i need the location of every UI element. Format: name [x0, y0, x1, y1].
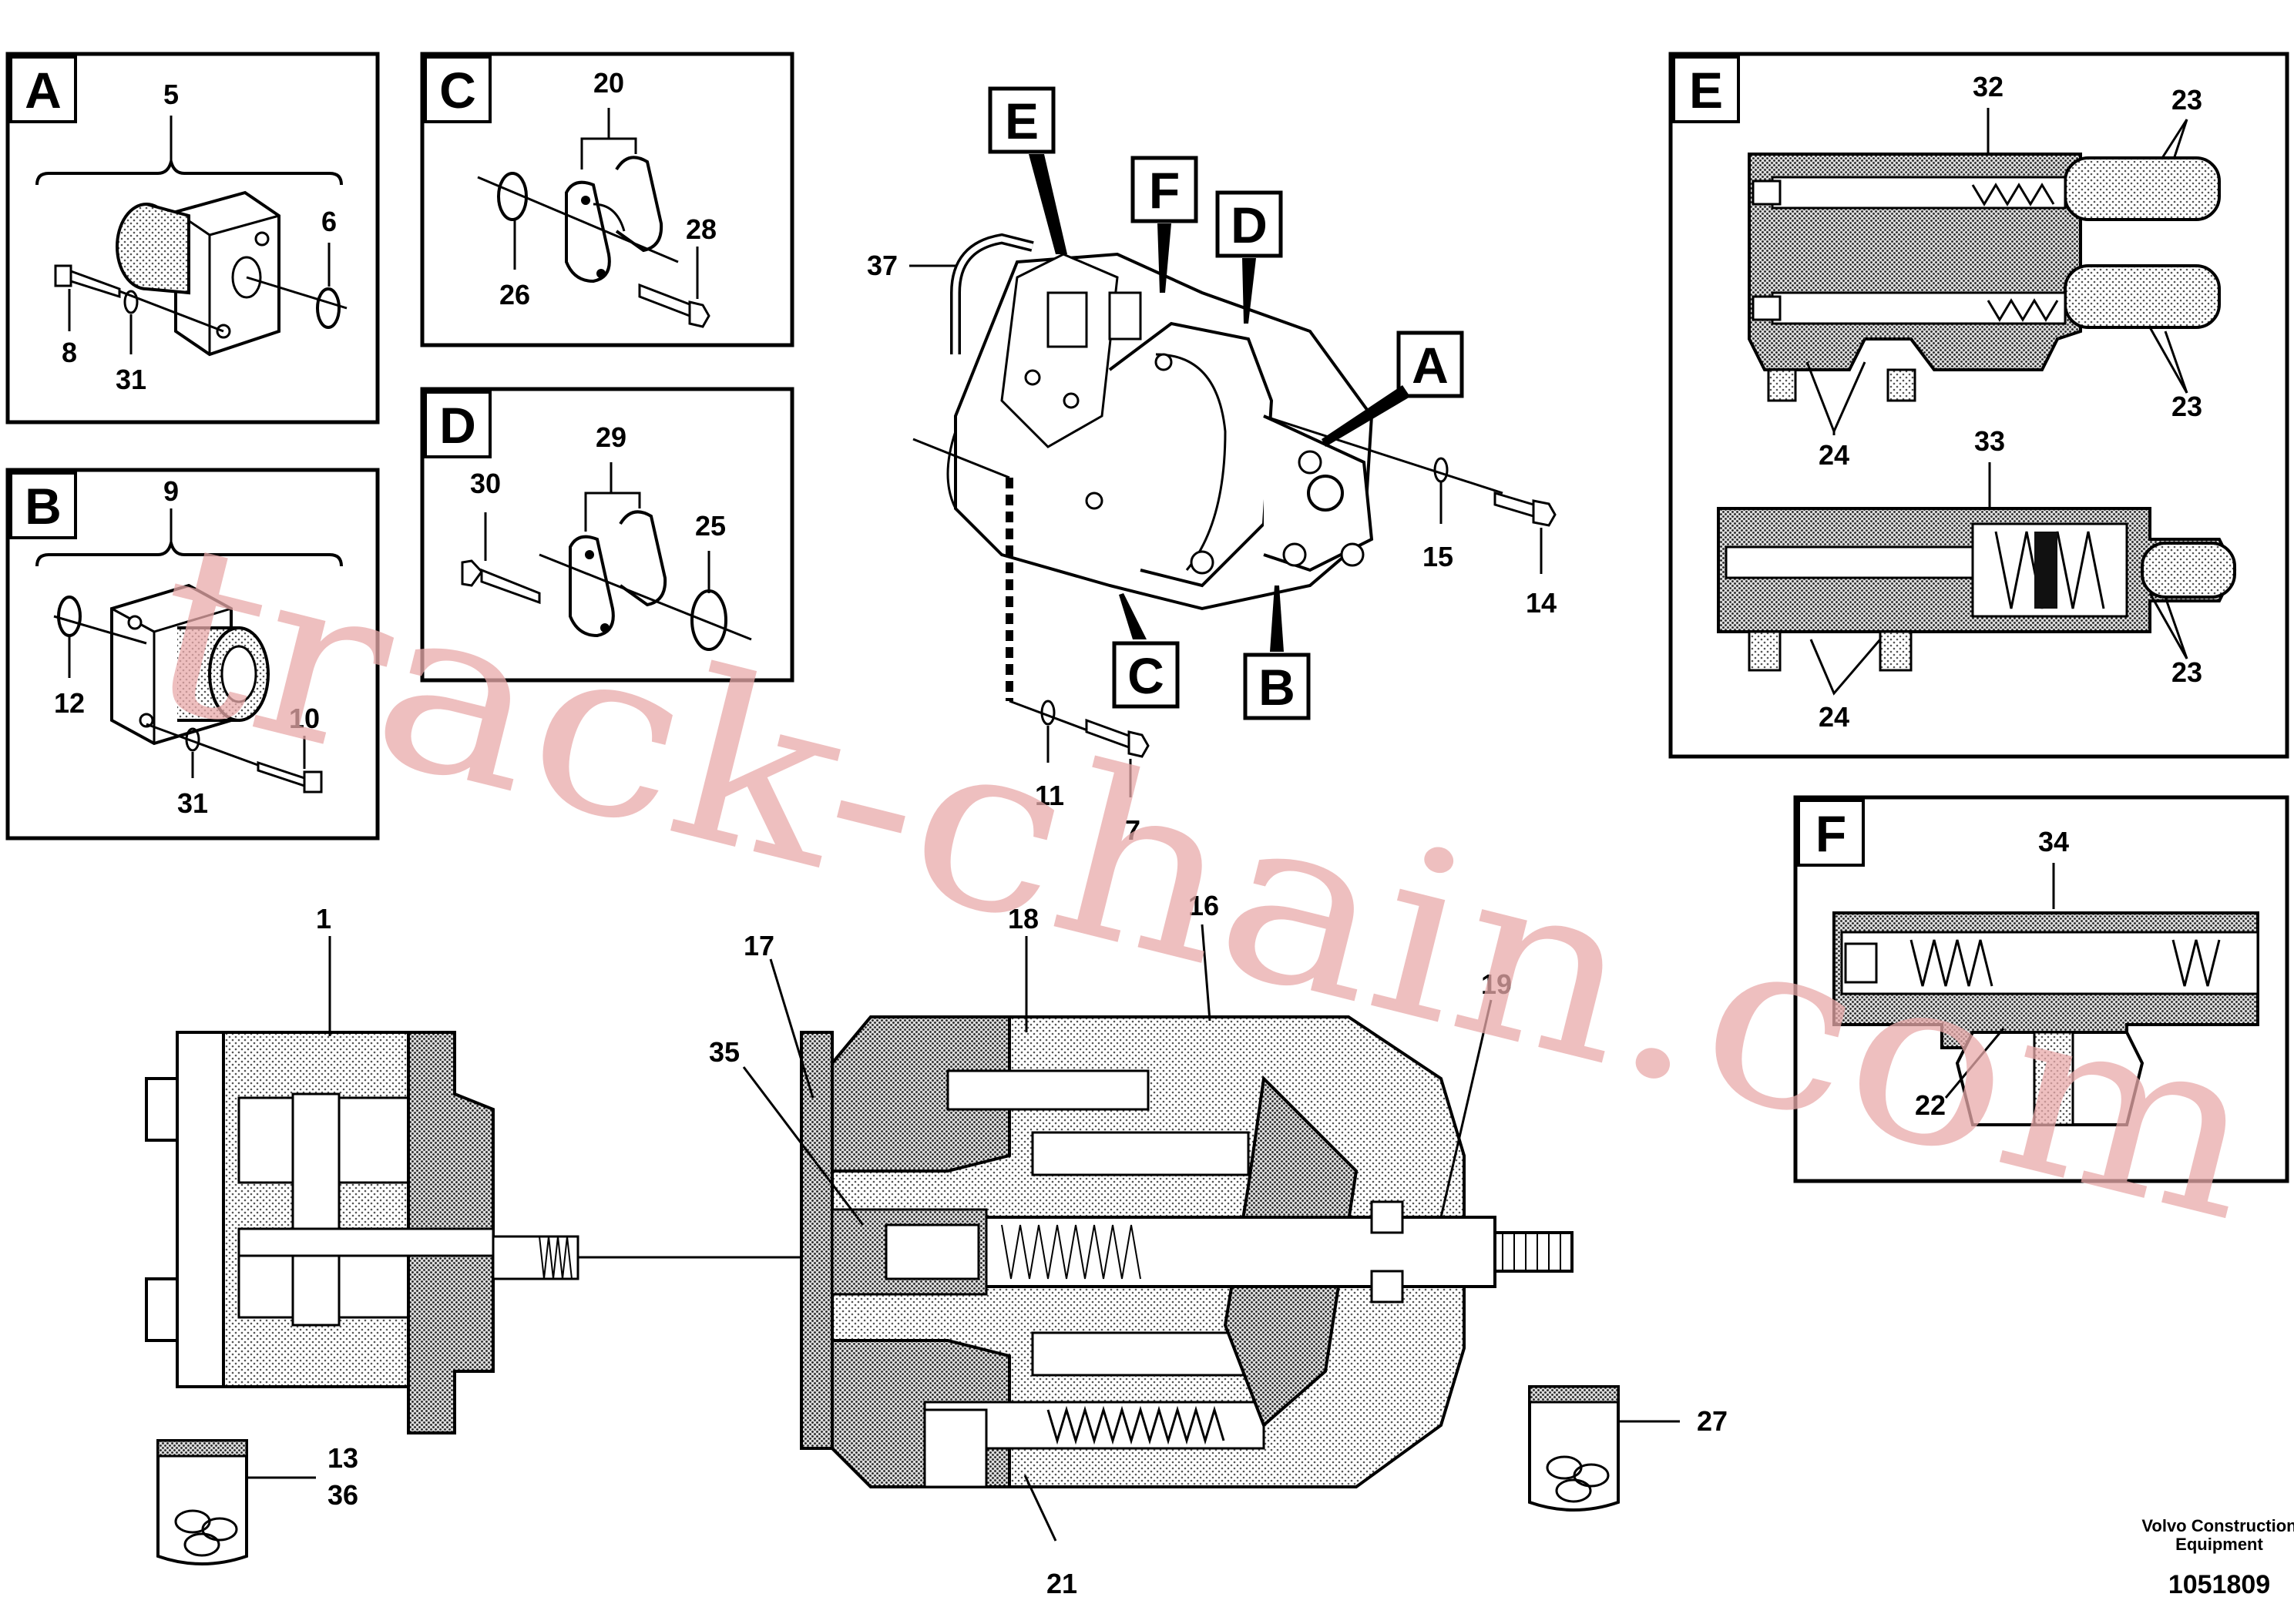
ref-12: 12 [54, 687, 85, 719]
ref-9: 9 [163, 475, 179, 507]
box-d-tag: D [439, 397, 476, 454]
callout-c: C [1127, 647, 1164, 704]
detail-box-e: E 32 23 23 24 33 [1668, 52, 2289, 759]
ref-35: 35 [709, 1036, 740, 1068]
box-f-tag: F [1815, 805, 1846, 862]
ref-28: 28 [686, 213, 717, 245]
ref-31-b: 31 [177, 787, 208, 819]
box-b-tag: B [25, 478, 62, 535]
pump-housing [946, 252, 1374, 611]
detail-box-a: A 5 6 8 31 [5, 52, 380, 424]
ref-26: 26 [499, 279, 530, 310]
ref-15: 15 [1422, 541, 1453, 572]
ref-20: 20 [593, 67, 624, 99]
ref-23-mid: 23 [2171, 391, 2202, 422]
gear-pump-section [145, 1031, 579, 1434]
ref-14: 14 [1526, 587, 1557, 619]
ref-34: 34 [2038, 826, 2069, 857]
footer: Volvo Construction Equipment 1051809 [2141, 1516, 2294, 1599]
valve-block-33 [1717, 507, 2237, 672]
bolt-14 [1493, 491, 1557, 527]
callout-b: B [1258, 659, 1295, 716]
callout-d: D [1231, 196, 1268, 253]
ref-8: 8 [62, 337, 77, 368]
bolt-part-d [461, 559, 541, 605]
ref-32: 32 [1973, 71, 2003, 102]
ref-25: 25 [695, 510, 726, 542]
company-name-line2: Equipment [2175, 1535, 2263, 1554]
ref-29: 29 [596, 421, 626, 453]
ref-23-top: 23 [2171, 84, 2202, 116]
ref-11: 11 [1035, 780, 1064, 811]
flange-part-b [110, 583, 270, 746]
ref-1: 1 [316, 903, 331, 934]
callout-f: F [1149, 162, 1180, 219]
ref-6: 6 [321, 206, 337, 237]
valve-block-32 [1748, 153, 2221, 402]
bolt-7 [1085, 718, 1150, 758]
callout-a: A [1412, 337, 1449, 394]
ref-19: 19 [1481, 968, 1512, 1000]
detail-box-c: C 20 26 28 [420, 52, 794, 347]
bolt-part-c [638, 283, 710, 328]
detail-box-f: F 34 22 [1793, 795, 2289, 1183]
bolt-part-b [257, 760, 323, 794]
box-a-tag: A [25, 62, 62, 119]
split-flange-c [565, 156, 663, 284]
box-c-tag: C [439, 62, 476, 119]
ref-21: 21 [1046, 1568, 1077, 1599]
ref-10: 10 [289, 703, 320, 734]
seal-kit-bag-right [1528, 1385, 1620, 1512]
ref-30: 30 [470, 468, 501, 499]
ref-23-bot: 23 [2171, 656, 2202, 688]
box-e-tag: E [1689, 62, 1723, 119]
detail-box-d: D 29 25 30 [420, 387, 794, 683]
split-flange-d [569, 510, 667, 638]
ref-13: 13 [327, 1442, 358, 1474]
piston-pump-section [800, 1015, 1574, 1488]
ref-17: 17 [744, 930, 774, 961]
pump-overview: 37 E F D A C B 15 14 [867, 86, 1557, 846]
flange-part [116, 190, 280, 357]
valve-block-34 [1832, 911, 2259, 1126]
ref-31-a: 31 [116, 364, 146, 395]
ref-5: 5 [163, 79, 179, 110]
ref-7: 7 [1125, 814, 1140, 846]
seal-kit-bag-left [156, 1439, 248, 1565]
detail-box-b: B 9 12 31 10 [5, 468, 380, 841]
company-name-line1: Volvo Construction [2141, 1516, 2294, 1535]
ref-33: 33 [1974, 425, 2005, 457]
ref-24-bot: 24 [1819, 701, 1849, 733]
ref-37: 37 [867, 250, 898, 281]
document-number: 1051809 [2168, 1570, 2270, 1599]
ref-22: 22 [1915, 1089, 1946, 1121]
ref-27: 27 [1697, 1405, 1728, 1437]
section-view: 1 13 36 [145, 890, 1728, 1599]
callout-e: E [1005, 92, 1039, 149]
bolt-part [54, 264, 121, 299]
ref-36: 36 [327, 1479, 358, 1511]
ref-16: 16 [1188, 890, 1219, 921]
ref-18: 18 [1008, 903, 1039, 934]
ref-24-top: 24 [1819, 439, 1849, 471]
